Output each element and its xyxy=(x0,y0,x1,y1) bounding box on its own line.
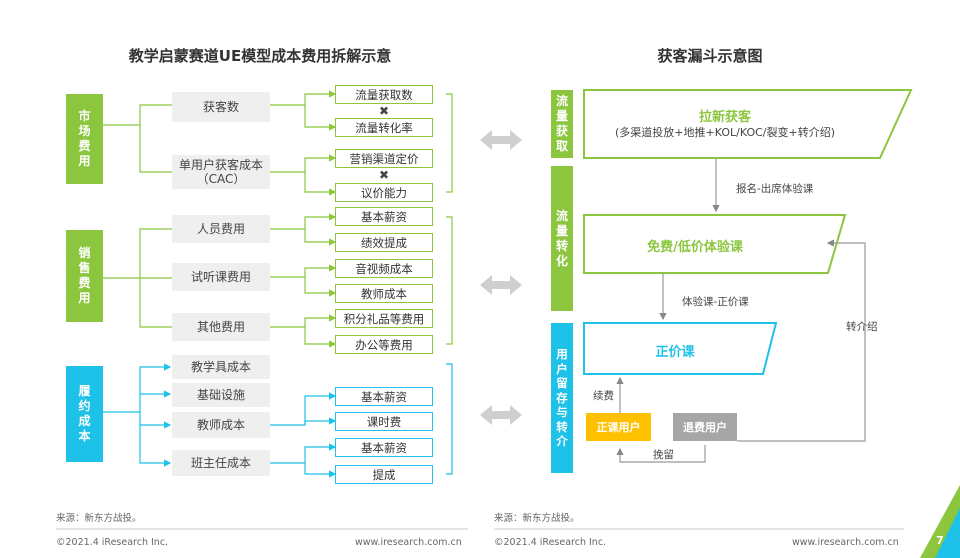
renew-label: 续费 xyxy=(593,390,614,402)
leaf-channel-pricing: 营销渠道定价 xyxy=(335,149,433,168)
stage-retention: 用 户 留 存 与 转 介 xyxy=(551,323,573,473)
leaf-base-salary: 基本薪资 xyxy=(335,387,433,406)
sales-item-other: 其他费用 xyxy=(172,313,270,341)
leaf-bargaining-power: 议价能力 xyxy=(335,183,433,202)
leaf-office-cost: 办公等费用 xyxy=(335,335,433,354)
leaf-base-salary: 基本薪资 xyxy=(335,438,433,457)
fulfill-item-infrastructure: 基础设施 xyxy=(172,383,270,407)
refund-user-box: 退费用户 xyxy=(673,413,737,441)
funnel-trial-title: 免费/低价体验课 xyxy=(647,240,743,255)
paid-user-box: 正课用户 xyxy=(586,413,651,441)
fulfill-item-teacher-cost: 教师成本 xyxy=(172,412,270,438)
sales-item-personnel: 人员费用 xyxy=(172,215,270,243)
fulfill-item-head-teacher: 班主任成本 xyxy=(172,450,270,476)
leaf-base-salary: 基本薪资 xyxy=(335,207,433,226)
leaf-traffic-count: 流量获取数 xyxy=(335,85,433,104)
referral-label: 转介绍 xyxy=(846,321,878,333)
right-title: 获客漏斗示意图 xyxy=(657,47,763,65)
page-number: 7 xyxy=(936,534,944,547)
left-title: 教学启蒙赛道UE模型成本费用拆解示意 xyxy=(128,47,392,65)
multiply-icon: ✖ xyxy=(378,168,390,182)
arrow-label-attend: 报名-出席体验课 xyxy=(736,183,814,195)
leaf-commission: 提成 xyxy=(335,465,433,484)
right-website: www.iresearch.com.cn xyxy=(792,537,899,548)
leaf-av-cost: 音视频成本 xyxy=(335,259,433,278)
sales-item-trial: 试听课费用 xyxy=(172,263,270,291)
left-source: 来源：新东方战投。 xyxy=(56,513,142,524)
fulfill-item-teaching-aids: 教学具成本 xyxy=(172,355,270,379)
leaf-gift-cost: 积分礼品等费用 xyxy=(335,309,433,328)
funnel-acquisition-subtitle: (多渠道投放+地推+KOL/KOC/裂变+转介绍) xyxy=(615,126,835,139)
right-copyright: ©2021.4 iResearch Inc. xyxy=(494,537,607,548)
market-item-acquisitions: 获客数 xyxy=(172,92,270,122)
market-item-cac: 单用户获客成本 （CAC） xyxy=(172,155,270,189)
category-market: 市 场 费 用 xyxy=(66,94,103,184)
funnel-paid-title: 正价课 xyxy=(655,345,695,360)
left-copyright: ©2021.4 iResearch Inc. xyxy=(56,537,169,548)
stage-acquisition: 流 量 获 取 xyxy=(551,90,573,158)
leaf-traffic-conversion: 流量转化率 xyxy=(335,118,433,137)
funnel-acquisition-title: 拉新获客 xyxy=(698,110,751,125)
leaf-teacher-cost: 教师成本 xyxy=(335,284,433,303)
leaf-hourly-fee: 课时费 xyxy=(335,412,433,431)
left-website: www.iresearch.com.cn xyxy=(355,537,462,548)
multiply-icon: ✖ xyxy=(378,104,390,118)
category-sales: 销 售 费 用 xyxy=(66,230,103,322)
arrow-label-convert: 体验课-正价课 xyxy=(682,296,749,308)
category-fulfillment: 履 约 成 本 xyxy=(66,366,103,462)
retain-label: 挽留 xyxy=(653,449,674,461)
stage-conversion: 流 量 转 化 xyxy=(551,166,573,311)
leaf-performance-bonus: 绩效提成 xyxy=(335,233,433,252)
right-source: 来源：新东方战投。 xyxy=(494,513,580,524)
